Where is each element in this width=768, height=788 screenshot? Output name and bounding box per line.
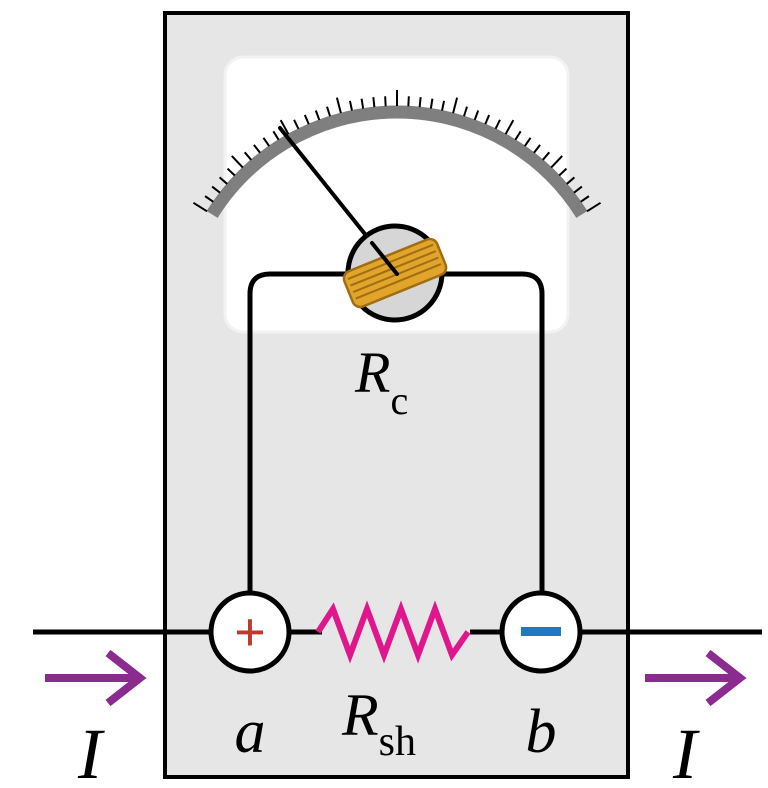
scale-tick	[429, 98, 434, 109]
shunt-resistance-symbol: R	[341, 682, 379, 748]
scale-tick	[211, 185, 221, 194]
current-label-right: I	[672, 714, 700, 788]
scale-tick	[452, 97, 459, 114]
terminal-b-label: b	[526, 698, 557, 766]
current-arrow-icon-right	[645, 649, 747, 707]
plus-sign: +	[234, 602, 266, 664]
minus-sign	[521, 627, 561, 636]
scale-tick	[335, 97, 342, 114]
scale-tick	[204, 195, 214, 203]
current-label-left: I	[77, 714, 105, 788]
scale-tick	[326, 106, 331, 117]
scale-tick	[514, 130, 522, 141]
scale-tick	[524, 137, 532, 147]
scale-tick	[293, 119, 300, 130]
scale-tick	[441, 100, 446, 111]
scale-tick	[566, 176, 576, 185]
meter-needle-base	[370, 241, 399, 276]
scale-tick	[550, 155, 563, 169]
scale-tick	[231, 155, 244, 169]
scale-tick	[372, 97, 376, 108]
scale-tick	[243, 151, 252, 161]
scale-tick	[384, 96, 387, 107]
scale-tick	[418, 97, 422, 108]
scale-tick	[192, 201, 208, 213]
coil-resistance-subscript: c	[390, 378, 408, 423]
coil-lead-left-wire	[247, 271, 350, 600]
scale-tick	[533, 144, 541, 154]
scale-tick	[348, 100, 353, 111]
scale-tick	[272, 130, 280, 141]
scale-tick	[253, 144, 261, 154]
meter-scale	[192, 90, 602, 218]
zigzag-resistor-icon	[315, 600, 471, 664]
terminal-a-circle	[208, 590, 292, 674]
scale-tick	[407, 96, 410, 107]
scale-tick	[262, 137, 270, 147]
scale-tick	[303, 114, 310, 125]
scale-tick	[314, 110, 321, 121]
coil-resistance-symbol: R	[354, 340, 390, 405]
scale-tick	[484, 114, 491, 125]
scale-arc	[206, 105, 588, 218]
shunt-resistance-label: Rsh	[341, 682, 416, 765]
shunt-resistance-subscript: sh	[379, 719, 416, 765]
scale-tick	[360, 98, 365, 109]
coil-lead-right-wire	[442, 271, 545, 600]
scale-tick	[218, 176, 228, 185]
scale-tick	[279, 119, 290, 135]
scale-tick	[558, 167, 568, 177]
scale-tick	[573, 185, 583, 194]
scale-tick	[463, 106, 468, 117]
scale-tick	[226, 167, 236, 177]
scale-tick	[494, 119, 501, 130]
coil-resistance-label: Rc	[354, 340, 408, 423]
scale-tick	[542, 151, 551, 161]
terminal-a-label: a	[235, 698, 266, 766]
scale-tick	[586, 201, 602, 213]
current-arrow-icon-left	[45, 649, 147, 707]
scale-tick	[504, 119, 515, 135]
scale-tick	[473, 110, 480, 121]
scale-tick	[580, 195, 590, 203]
